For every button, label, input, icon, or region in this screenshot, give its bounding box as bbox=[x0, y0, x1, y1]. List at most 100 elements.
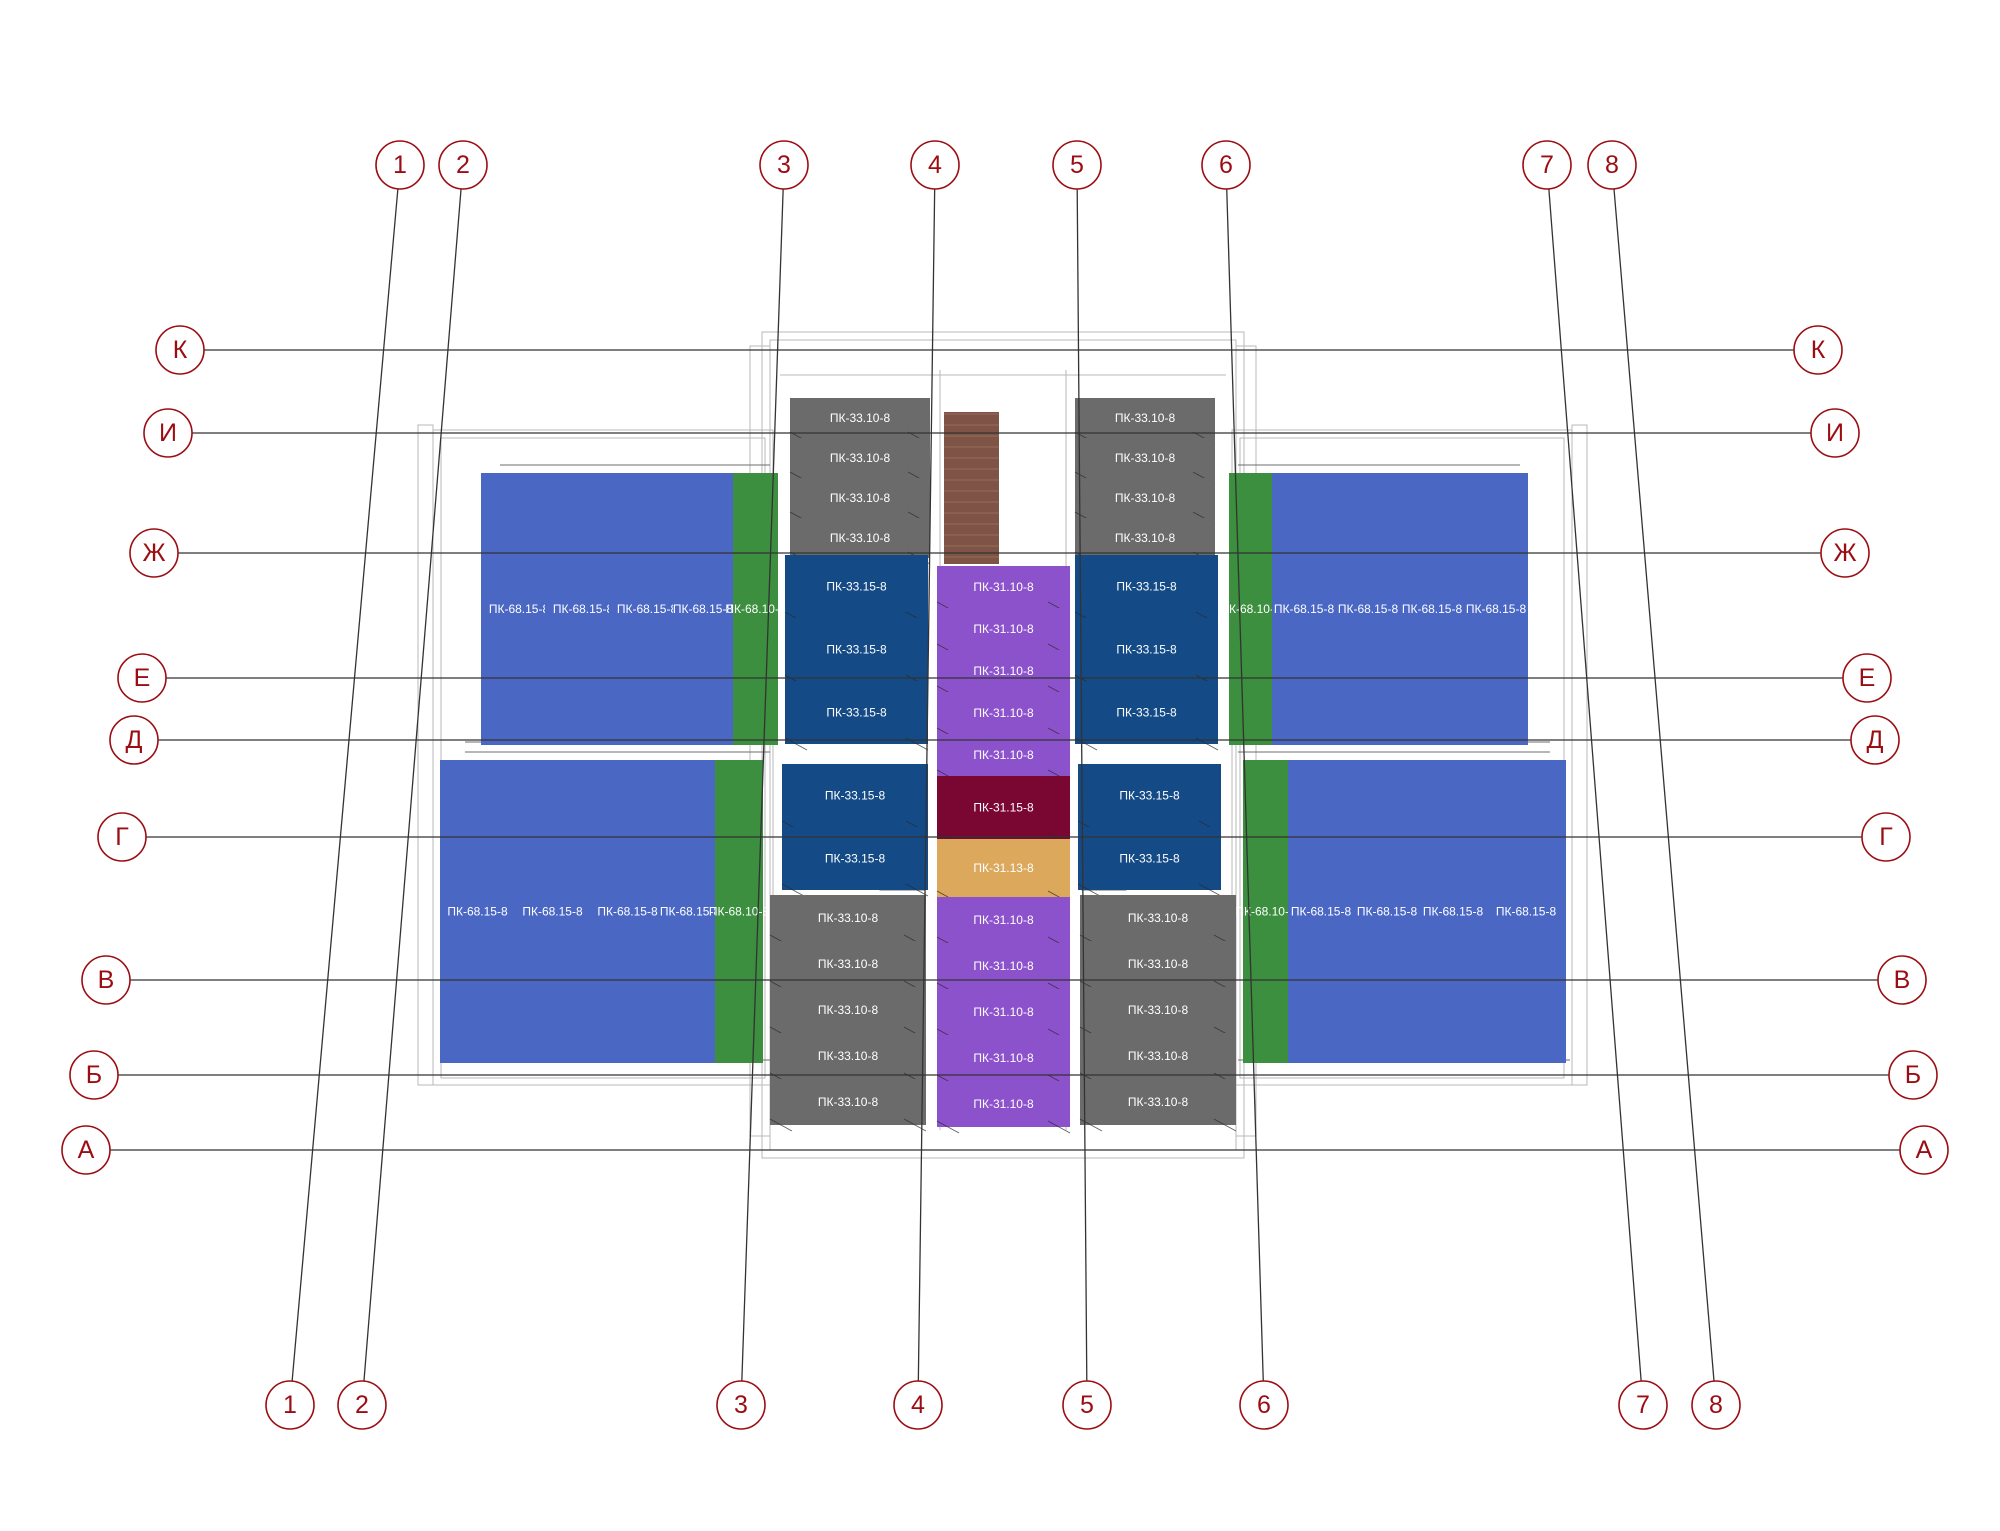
panel-label: ПК-68.15-8 bbox=[597, 905, 658, 919]
slab-panel-fill bbox=[770, 987, 926, 1033]
slab-panel-fill bbox=[1080, 987, 1236, 1033]
slab-panel: ПК-33.10-8 bbox=[1074, 518, 1216, 565]
axis-bubble-circle bbox=[97, 812, 147, 862]
axis-bubble: В bbox=[81, 955, 131, 1005]
panel-label: ПК-68.10-8 bbox=[709, 905, 770, 919]
support-mark bbox=[769, 1118, 793, 1132]
slab-panel-fill bbox=[937, 943, 1070, 989]
axis-bubble-circle bbox=[1820, 528, 1870, 578]
support-mark bbox=[1198, 883, 1222, 897]
slab-panel: ПК-68.15-8 bbox=[1400, 473, 1464, 745]
axis-bubble-circle bbox=[265, 1380, 315, 1430]
axis-bubble-label: 1 bbox=[393, 151, 407, 179]
slab-panel: ПК-33.10-8 bbox=[789, 518, 931, 565]
slab-panel-fill bbox=[1486, 760, 1566, 1063]
panel-label: ПК-68.15-8 bbox=[489, 602, 550, 616]
stair-opening bbox=[944, 412, 999, 564]
slab-panel: ПК-33.10-8 bbox=[1079, 941, 1237, 994]
axis-bubble-label: А bbox=[78, 1136, 95, 1164]
panel-label: ПК-33.10-8 bbox=[1115, 451, 1176, 465]
axis-bubble: Д bbox=[109, 715, 159, 765]
slab-panel-fill bbox=[1420, 760, 1486, 1063]
slab-panel: ПК-31.15-8 bbox=[936, 776, 1071, 846]
axis-bubble-label: В bbox=[1894, 966, 1911, 994]
axis-bubble-circle bbox=[1587, 140, 1637, 190]
slab-panel-fill bbox=[1336, 473, 1400, 745]
slab-panel-fill bbox=[937, 650, 1070, 692]
panel-label: ПК-68.15-8 bbox=[1291, 905, 1352, 919]
slab-panel-fill bbox=[937, 776, 1070, 839]
axis-bubble-label: 4 bbox=[911, 1391, 925, 1419]
axis-bubble: 6 bbox=[1239, 1380, 1289, 1430]
axis-bubble-circle bbox=[1810, 408, 1860, 458]
axis-bubble: Е bbox=[117, 653, 167, 703]
slab-panel-fill bbox=[770, 1079, 926, 1125]
axis-bubble-circle bbox=[117, 653, 167, 703]
slab-panel: ПК-31.10-8 bbox=[936, 897, 1071, 950]
panel-label: ПК-33.10-8 bbox=[1128, 1095, 1189, 1109]
slab-panel-fill bbox=[937, 897, 1070, 943]
panel-label: ПК-68.15-8 bbox=[1402, 602, 1463, 616]
axis-bubble: Б bbox=[1888, 1050, 1938, 1100]
panel-label: ПК-33.10-8 bbox=[818, 1095, 879, 1109]
slab-panel: ПК-68.10-8 bbox=[709, 760, 770, 1063]
slab-panel-fill bbox=[937, 839, 1070, 897]
axis-bubble-circle bbox=[910, 140, 960, 190]
axis-bubble-label: В bbox=[98, 966, 115, 994]
slab-panel-fill bbox=[1075, 398, 1215, 438]
axis-bubble-circle bbox=[129, 528, 179, 578]
panel-label: ПК-68.15-8 bbox=[1423, 905, 1484, 919]
slab-panel-fill bbox=[590, 760, 665, 1063]
slab-panel-fill bbox=[673, 473, 733, 745]
panel-label: ПК-68.10-8 bbox=[725, 602, 786, 616]
slab-panel: ПК-31.13-8 bbox=[936, 839, 1071, 904]
axis-bubble-circle bbox=[759, 140, 809, 190]
slab-panel: ПК-33.15-8 bbox=[784, 681, 929, 751]
panel-label: ПК-33.10-8 bbox=[830, 451, 891, 465]
panel-label: ПК-31.13-8 bbox=[973, 861, 1034, 875]
panel-label: ПК-33.10-8 bbox=[818, 911, 879, 925]
axis-bubble-label: Г bbox=[115, 823, 129, 851]
axis-bubble: 2 bbox=[438, 140, 488, 190]
slab-panel-fill bbox=[1354, 760, 1420, 1063]
axis-bubble-label: 1 bbox=[283, 1391, 297, 1419]
axis-bubble-label: 5 bbox=[1070, 151, 1084, 179]
axis-bubble-circle bbox=[1239, 1380, 1289, 1430]
slab-panel-fill bbox=[1080, 1079, 1236, 1125]
axis-bubble-label: 6 bbox=[1219, 151, 1233, 179]
panel-label: ПК-31.10-8 bbox=[973, 748, 1034, 762]
panel-label: ПК-33.15-8 bbox=[825, 789, 886, 803]
axis-bubble: 5 bbox=[1052, 140, 1102, 190]
panel-label: ПК-33.15-8 bbox=[1116, 580, 1177, 594]
axis-bubble-label: 3 bbox=[734, 1391, 748, 1419]
slab-panel-fill bbox=[1075, 518, 1215, 558]
slab-panel: ПК-31.10-8 bbox=[936, 1035, 1071, 1088]
slab-panel: ПК-31.10-8 bbox=[936, 692, 1071, 741]
vertical-axis-line bbox=[917, 188, 936, 1382]
slab-panel: ПК-33.10-8 bbox=[1079, 895, 1237, 948]
slab-panel: ПК-33.10-8 bbox=[769, 987, 927, 1040]
axis-bubble-circle bbox=[1201, 140, 1251, 190]
axis-bubble-circle bbox=[1691, 1380, 1741, 1430]
axis-bubble: Г bbox=[1861, 812, 1911, 862]
vertical-axis-line bbox=[1076, 188, 1088, 1382]
vertical-axis-line bbox=[291, 188, 399, 1382]
slab-panel: ПК-31.10-8 bbox=[936, 1081, 1071, 1134]
slab-panel: ПК-33.10-8 bbox=[1074, 398, 1216, 445]
slab-panel-fill bbox=[733, 473, 778, 745]
slab-panel-fill bbox=[1075, 438, 1215, 478]
axis-bubble-circle bbox=[1618, 1380, 1668, 1430]
axis-bubble-circle bbox=[375, 140, 425, 190]
axis-bubble-label: Ж bbox=[142, 539, 165, 567]
slab-panel: ПК-68.15-8 bbox=[515, 760, 590, 1063]
slab-panel: ПК-33.15-8 bbox=[1074, 681, 1219, 751]
panel-label: ПК-31.10-8 bbox=[973, 1005, 1034, 1019]
panel-label: ПК-68.15-8 bbox=[1274, 602, 1335, 616]
axis-bubble-label: 2 bbox=[355, 1391, 369, 1419]
slab-panel-fill bbox=[790, 478, 930, 518]
axis-bubble-label: 5 bbox=[1080, 1391, 1094, 1419]
axis-bubble: 4 bbox=[893, 1380, 943, 1430]
axis-bubble-label: 7 bbox=[1636, 1391, 1650, 1419]
panel-label: ПК-68.15-8 bbox=[1357, 905, 1418, 919]
axis-bubble-label: Ж bbox=[1833, 539, 1856, 567]
